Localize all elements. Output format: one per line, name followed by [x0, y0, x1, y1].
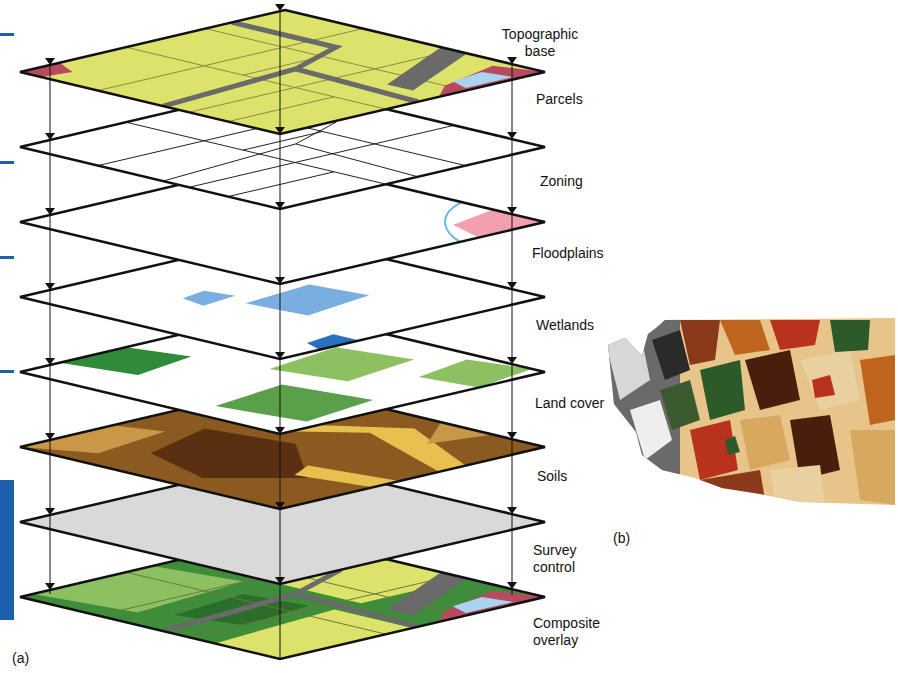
illustration-shape [275, 427, 285, 434]
illustration-shape [275, 352, 285, 359]
layer-label: Parcels [536, 91, 583, 108]
arrowheads [45, 4, 517, 590]
panel-label: (a) [12, 650, 29, 667]
illustration-shape [20, 10, 545, 134]
illustration-shape [275, 4, 285, 11]
illustration-shape [45, 508, 55, 515]
illustration-shape [0, 33, 14, 36]
illustration-shape [275, 502, 285, 509]
illustration-shape [770, 465, 825, 505]
illustration-shape [45, 433, 55, 440]
illustration-shape [388, 422, 493, 447]
layer-label: Zoning [540, 173, 583, 190]
illustration-shape [0, 480, 14, 620]
illustration-shape [605, 330, 650, 400]
topographic-plate [20, 10, 545, 134]
illustration-shape [507, 57, 517, 64]
illustration-shape [507, 432, 517, 439]
illustration-shape [507, 282, 517, 289]
illustration-shape [377, 202, 545, 242]
layer-label: Survey control [533, 542, 595, 576]
illustration-shape [45, 583, 55, 590]
illustration-shape [507, 357, 517, 364]
illustration-shape [280, 8, 281, 660]
illustration-shape [238, 283, 382, 317]
illustration-shape [20, 10, 545, 134]
illustration-shape [680, 320, 720, 365]
illustration-shape [860, 355, 895, 425]
illustration-shape [45, 133, 55, 140]
layer-label: Topographic base [496, 26, 584, 60]
illustration-shape [440, 71, 514, 88]
layer-label: Land cover [535, 395, 604, 412]
illustration-shape [830, 320, 870, 352]
illustration-shape [700, 360, 745, 420]
illustration-shape [20, 10, 545, 134]
illustration-shape [507, 207, 517, 214]
illustration-shape [812, 375, 835, 398]
illustration-shape [660, 380, 700, 430]
illustration-shape [507, 132, 517, 139]
illustration-shape [275, 277, 285, 284]
layer-label: Soils [537, 468, 567, 485]
illustration-shape [440, 596, 514, 613]
illustration-shape [600, 310, 898, 510]
registration-lines [50, 8, 512, 660]
layer-label: Composite overlay [533, 615, 613, 649]
illustration-shape [770, 320, 820, 350]
illustration-shape [275, 127, 285, 134]
layer-label: Floodplains [532, 245, 604, 262]
state-map [600, 310, 898, 510]
illustration-shape [850, 430, 895, 505]
illustration-shape [172, 290, 240, 306]
illustration-shape [800, 350, 860, 410]
illustration-shape [20, 10, 545, 134]
illustration-shape [740, 415, 790, 470]
layer-label: Wetlands [536, 317, 594, 334]
illustration-shape [725, 436, 740, 455]
illustration-shape [0, 256, 14, 259]
illustration-shape [275, 577, 285, 584]
side-marks [0, 33, 14, 620]
illustration-shape [45, 208, 55, 215]
illustration-shape [720, 320, 770, 355]
illustration-shape [0, 161, 14, 164]
illustration-shape [406, 357, 545, 390]
illustration-shape [507, 507, 517, 514]
illustration-shape [202, 381, 386, 424]
illustration-shape [0, 370, 14, 373]
illustration-shape [45, 358, 55, 365]
illustration-shape [700, 470, 765, 500]
illustration-shape [45, 58, 55, 65]
illustration-shape [745, 350, 800, 410]
illustration-shape [20, 22, 492, 134]
illustration-shape [507, 582, 517, 589]
panel-label: (b) [613, 530, 630, 547]
illustration-shape [60, 344, 205, 378]
illustration-shape [275, 202, 285, 209]
illustration-shape [45, 283, 55, 290]
